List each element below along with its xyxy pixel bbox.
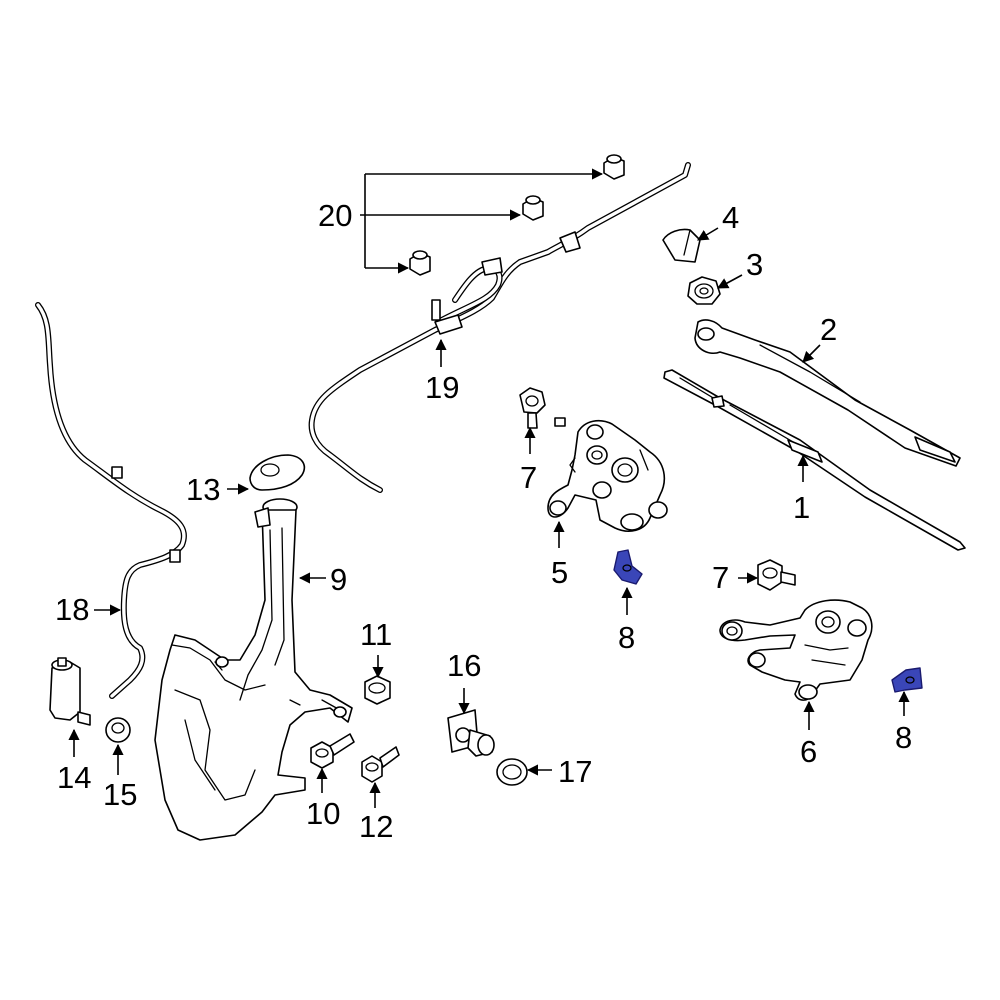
callout-8-left: 8 — [618, 620, 635, 655]
reservoir-bolt — [310, 733, 355, 769]
washer-nozzles — [409, 154, 625, 276]
washer-hose-upper — [308, 162, 691, 493]
wiper-blade — [663, 369, 966, 551]
callout-7-upper: 7 — [520, 460, 537, 495]
reservoir-bolt-short — [361, 746, 400, 783]
leader-lines — [68, 168, 910, 808]
motor-bolt-upper — [757, 559, 796, 591]
callout-9: 9 — [330, 562, 347, 597]
pump-grommet — [105, 717, 131, 743]
callout-16: 16 — [447, 648, 481, 683]
callout-6: 6 — [800, 734, 817, 769]
washer-hose-lower — [35, 302, 187, 699]
callout-14: 14 — [57, 760, 91, 795]
callout-numbers: 1 2 3 4 5 6 7 7 8 8 9 10 11 12 13 14 15 … — [55, 198, 912, 844]
callout-18: 18 — [55, 592, 89, 627]
wiper-motor-rear — [519, 387, 668, 532]
motor-bracket-highlighted-right — [891, 667, 923, 693]
reservoir-nut — [364, 675, 391, 705]
callout-10: 10 — [306, 796, 340, 831]
sensor-seal — [496, 758, 528, 786]
wiper-arm — [694, 319, 961, 467]
level-sensor — [447, 709, 495, 757]
wiper-arm-nut — [687, 276, 721, 305]
washer-pump — [49, 657, 91, 726]
callout-4: 4 — [722, 200, 739, 235]
callout-8-right: 8 — [895, 720, 912, 755]
callout-17: 17 — [558, 754, 592, 789]
callout-5: 5 — [551, 555, 568, 590]
callout-2: 2 — [820, 312, 837, 347]
washer-reservoir — [154, 498, 353, 841]
callout-12: 12 — [359, 809, 393, 844]
callout-7-lower: 7 — [712, 560, 729, 595]
callout-1: 1 — [793, 490, 810, 525]
callout-13: 13 — [186, 472, 220, 507]
callout-20: 20 — [318, 198, 352, 233]
reservoir-grommet — [249, 454, 306, 491]
callout-19: 19 — [425, 370, 459, 405]
wiper-motor-front — [719, 599, 873, 701]
callout-15: 15 — [103, 777, 137, 812]
wiper-arm-cap — [662, 228, 701, 263]
motor-bracket-highlighted — [613, 549, 643, 585]
callout-11: 11 — [360, 617, 392, 652]
callout-3: 3 — [746, 247, 763, 282]
